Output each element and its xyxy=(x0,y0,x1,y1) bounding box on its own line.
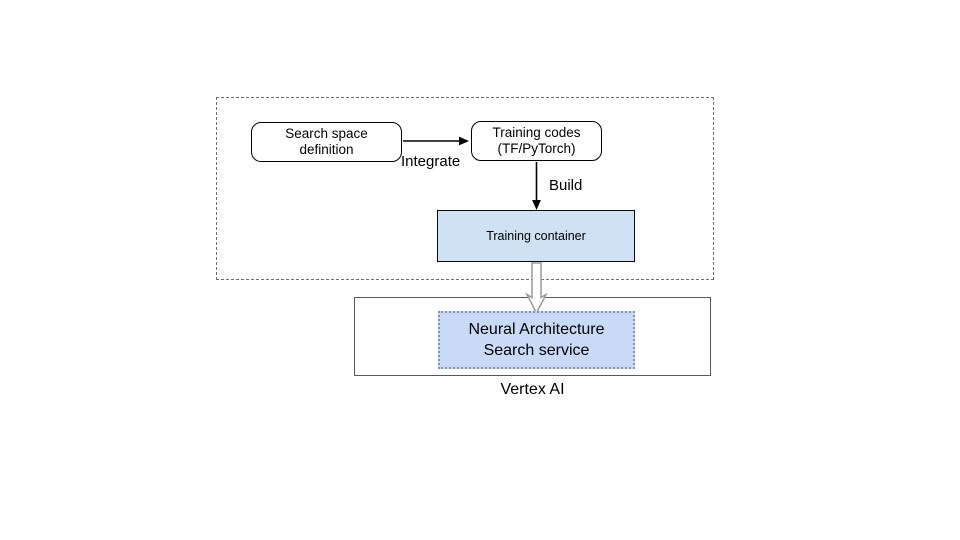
training-container-node: Training container xyxy=(437,210,635,262)
nas-service-node: Neural Architecture Search service xyxy=(438,311,635,369)
training-container-label: Training container xyxy=(486,229,586,243)
build-edge-label: Build xyxy=(549,177,583,194)
nas-service-label-line1: Neural Architecture xyxy=(468,321,605,338)
search-space-definition-node: Search space definition xyxy=(251,122,402,162)
vertex-ai-caption: Vertex AI xyxy=(500,381,565,398)
training-codes-label-line1: Training codes xyxy=(492,125,581,140)
training-codes-node: Training codes (TF/PyTorch) xyxy=(471,121,602,161)
search-space-definition-label-line2: definition xyxy=(299,142,354,157)
search-space-definition-label-line1: Search space xyxy=(285,126,368,141)
training-codes-label-line2: (TF/PyTorch) xyxy=(497,141,576,156)
nas-service-label-line2: Search service xyxy=(483,342,590,359)
dev-workflow-dashed-container xyxy=(216,97,714,280)
integrate-edge-label: Integrate xyxy=(401,153,461,170)
